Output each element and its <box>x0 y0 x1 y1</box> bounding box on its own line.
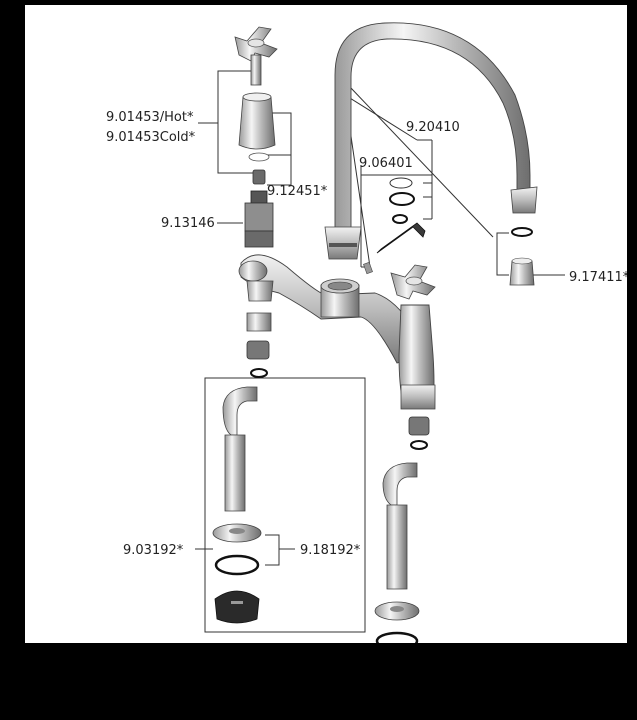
left-leg-washer <box>250 368 268 378</box>
aerator-washer <box>511 227 533 237</box>
cross-handle-right <box>390 264 436 300</box>
valve-cartridge <box>244 190 274 248</box>
left-o-ring <box>214 554 260 576</box>
left-leg-pipe <box>224 434 246 512</box>
o-ring-3 <box>392 214 408 224</box>
label-9-17411: 9.17411* <box>569 270 627 285</box>
handle-shroud <box>238 92 276 150</box>
aerator <box>509 260 535 286</box>
cross-handle-left <box>234 26 278 86</box>
bracket-9-18192 <box>265 534 280 566</box>
small-washer <box>248 152 270 162</box>
box-lower-left-assembly <box>204 377 366 633</box>
bracket-9-17411 <box>496 232 509 276</box>
right-leg-washer <box>410 440 428 450</box>
diagram-svg: 9.01453/Hot* 9.01453Cold* 9.12451* 9.131… <box>106 22 627 643</box>
bridge-body <box>238 254 424 364</box>
rubber-base <box>214 590 260 624</box>
right-offset-elbow <box>382 462 418 506</box>
right-o-ring <box>375 631 419 643</box>
label-hot: 9.01453/Hot* <box>106 110 194 125</box>
left-leg-nut <box>246 312 272 332</box>
bracket-9-12451 <box>263 154 292 186</box>
label-9-18192: 9.18192* <box>300 543 361 558</box>
leader-spout <box>349 86 494 238</box>
left-offset-elbow <box>222 386 258 436</box>
exploded-parts-diagram: 9.01453/Hot* 9.01453Cold* 9.12451* 9.131… <box>25 5 627 643</box>
label-9-03192: 9.03192* <box>123 543 184 558</box>
grub-screw <box>363 261 373 275</box>
right-leg-pipe <box>386 504 408 590</box>
right-leg-insert <box>408 416 430 436</box>
right-tap-base <box>400 384 436 410</box>
o-ring-2 <box>389 192 415 206</box>
label-cold: 9.01453Cold* <box>106 130 196 145</box>
o-ring-1 <box>389 177 413 189</box>
spline-adaptor <box>252 169 266 185</box>
allen-key <box>376 222 426 254</box>
label-9-12451: 9.12451* <box>267 184 328 199</box>
label-9-20410: 9.20410 <box>406 120 460 135</box>
label-9-13146: 9.13146 <box>161 216 215 231</box>
bracket-handle-left <box>217 70 255 174</box>
left-leg-insert <box>246 340 270 360</box>
box-9-06401-left <box>360 174 432 267</box>
spout-outlet <box>510 186 538 214</box>
label-9-06401: 9.06401 <box>359 156 413 171</box>
